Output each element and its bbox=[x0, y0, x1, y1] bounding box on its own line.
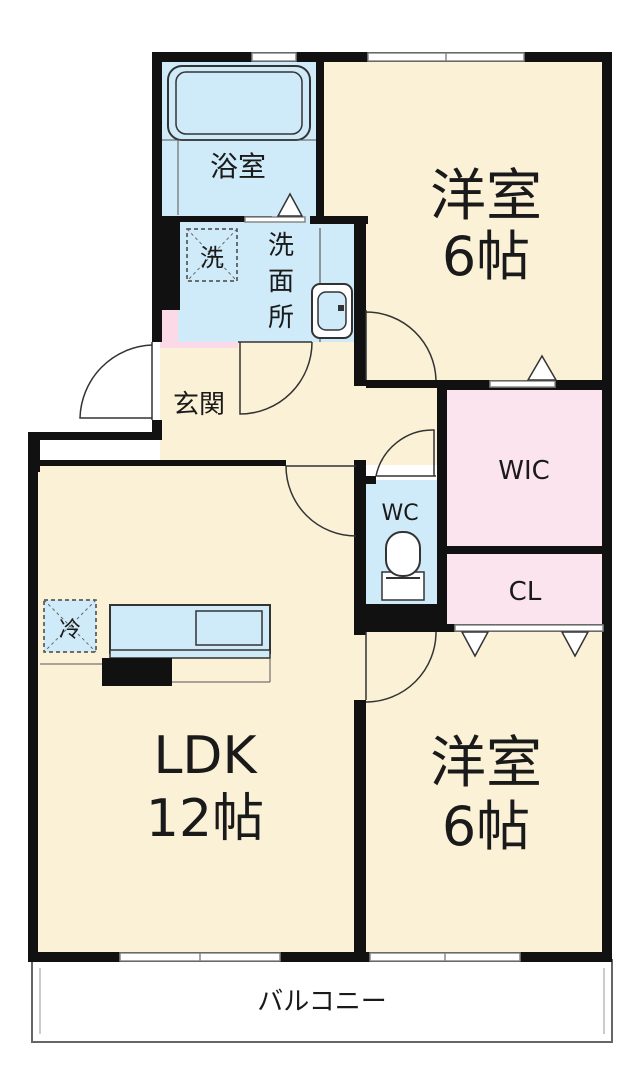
window-closet bbox=[454, 624, 604, 632]
wall-wc-bottom bbox=[354, 604, 447, 632]
bath-door-mark bbox=[276, 192, 304, 217]
wall-entrance-left-low bbox=[152, 420, 162, 440]
wc-label: WC bbox=[381, 501, 418, 526]
western-lower-size: 6帖 bbox=[442, 795, 530, 858]
wall-ldk-bottom bbox=[28, 952, 612, 962]
wall-bath-left bbox=[152, 52, 162, 230]
door-ldk bbox=[285, 465, 357, 537]
closet-label: CL bbox=[509, 577, 542, 607]
labels: 浴室 洗 面 所 洗 洋室 6帖 玄関 WIC WC CL 冷 LDK 12帖 … bbox=[59, 150, 550, 1017]
western-upper-name: 洋室 bbox=[430, 164, 542, 229]
washer-label: 洗 bbox=[200, 244, 224, 272]
window-bath bbox=[251, 52, 297, 62]
western-room-upper-floor bbox=[320, 52, 610, 388]
wall-ldk-left bbox=[28, 472, 38, 962]
door-wc bbox=[375, 429, 436, 477]
wall-upper-room-bottom bbox=[366, 380, 441, 388]
wic-label: WIC bbox=[498, 456, 550, 486]
fridge-label: 冷 bbox=[59, 618, 81, 643]
wic-floor bbox=[445, 388, 610, 550]
vanity-tap bbox=[338, 305, 344, 311]
wall-wic-left bbox=[437, 380, 447, 632]
wall-top-left bbox=[152, 52, 320, 62]
folding-door-marks bbox=[276, 192, 590, 658]
hallway-floor bbox=[235, 335, 445, 465]
closet-door-mark bbox=[460, 631, 490, 658]
bath-label: 浴室 bbox=[210, 150, 266, 183]
closet-door-mark bbox=[560, 631, 590, 658]
ldk-size: 12帖 bbox=[146, 789, 264, 849]
wall-bath-bottom bbox=[152, 216, 272, 222]
door-lower-room bbox=[365, 631, 437, 703]
wall-lower-room-left bbox=[354, 700, 366, 962]
bathtub bbox=[167, 65, 311, 141]
door-upper-room bbox=[365, 310, 437, 381]
washroom-label-2: 面 bbox=[268, 267, 294, 297]
wall-ldk-top-left bbox=[28, 432, 162, 440]
vanity-sink-bowl bbox=[317, 291, 347, 331]
wall-ldk-top bbox=[28, 460, 286, 466]
wall-wc-top bbox=[360, 476, 376, 484]
washer-pan-diagonal bbox=[186, 228, 238, 282]
kitchen-back-panel bbox=[109, 649, 271, 659]
kitchen-sink bbox=[195, 610, 263, 646]
western-lower-name: 洋室 bbox=[430, 731, 542, 796]
closet-floor bbox=[445, 550, 610, 630]
doors bbox=[79, 310, 437, 703]
bathtub-inner bbox=[175, 71, 303, 135]
western-room-lower-floor bbox=[360, 630, 610, 960]
door-washroom bbox=[238, 341, 313, 415]
wic-door-mark bbox=[526, 354, 558, 381]
ldk-floor bbox=[35, 465, 360, 960]
floor-areas bbox=[35, 52, 610, 960]
wall-right bbox=[602, 52, 612, 962]
entrance-label: 玄関 bbox=[173, 390, 225, 420]
window-upper-divider bbox=[489, 380, 556, 388]
balcony bbox=[31, 959, 613, 1043]
fridge-space-diagonal bbox=[43, 599, 97, 653]
fixtures bbox=[40, 65, 425, 686]
door-main-entrance bbox=[79, 342, 153, 420]
kitchen-cabinet-block bbox=[102, 658, 172, 686]
wall-washroom-right bbox=[354, 216, 366, 386]
washroom-label-3: 所 bbox=[268, 303, 294, 333]
wall-washroom-left bbox=[152, 222, 180, 310]
washroom-label-1: 洗 bbox=[268, 231, 294, 261]
wall-bath-right bbox=[316, 52, 324, 224]
window-washroom bbox=[244, 216, 306, 223]
wall-wc-left bbox=[354, 460, 366, 635]
windows bbox=[119, 52, 604, 962]
balcony-label: バルコニー bbox=[257, 987, 386, 1017]
wall-entrance-left bbox=[152, 310, 162, 342]
western-upper-size: 6帖 bbox=[442, 225, 530, 288]
wall-washroom-top-right bbox=[310, 216, 368, 224]
wall-wic-bottom bbox=[437, 546, 612, 554]
toilet-bowl bbox=[385, 531, 421, 577]
ldk-name: LDK bbox=[153, 726, 258, 786]
